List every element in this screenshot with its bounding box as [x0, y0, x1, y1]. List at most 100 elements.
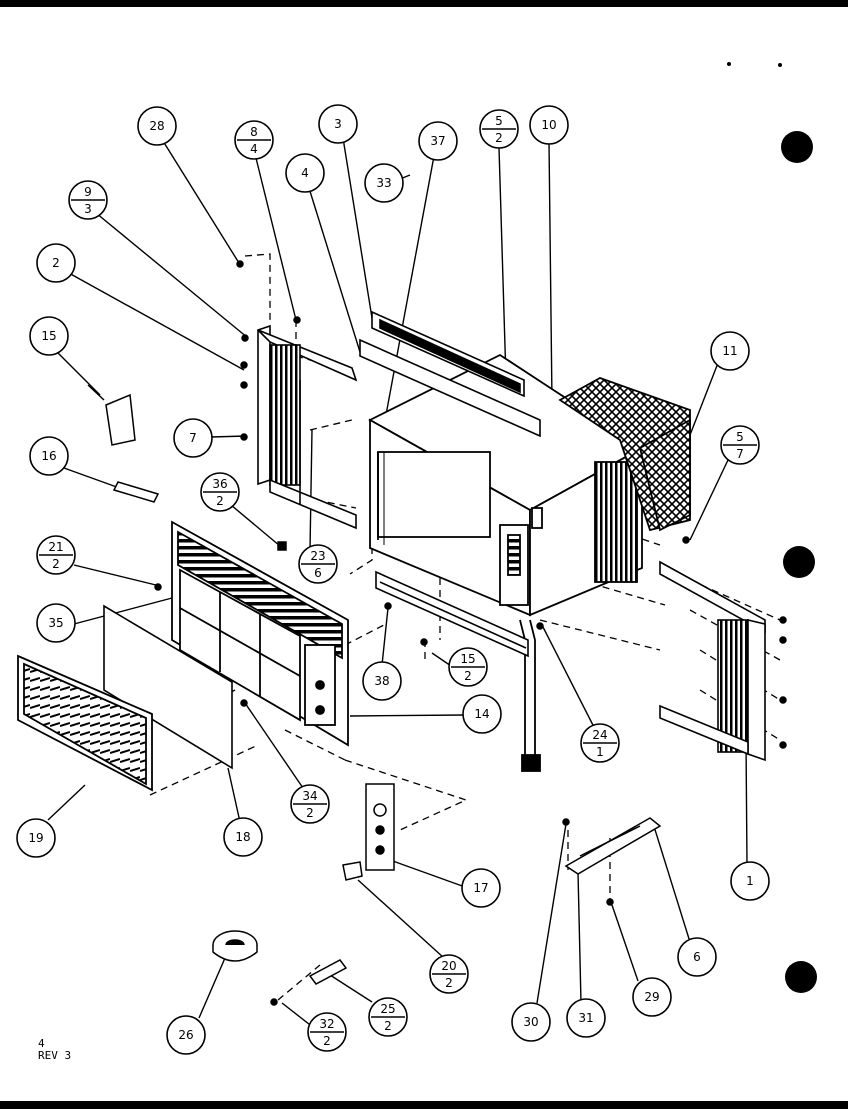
registration-dot	[785, 961, 817, 993]
callout-circle	[730, 861, 770, 901]
callout-number: 28	[149, 119, 164, 133]
callout-number: 7	[189, 431, 197, 445]
callout-10: 10	[529, 105, 569, 145]
callout-number: 30	[523, 1015, 538, 1029]
registration-dot	[783, 546, 815, 578]
front-panel	[171, 520, 349, 747]
callout-part-number: 24	[592, 728, 607, 742]
callout-part-number: 23	[310, 549, 325, 563]
callout-circle	[223, 817, 263, 857]
top-border	[0, 0, 848, 7]
callout-1: 1	[730, 861, 770, 901]
callout-38: 38	[362, 661, 402, 701]
callout-26: 26	[166, 1015, 206, 1055]
callout-circle	[462, 694, 502, 734]
sheet-number: 4	[38, 1037, 45, 1050]
callout-quantity: 2	[445, 976, 453, 990]
callout-quantity: 2	[495, 131, 503, 145]
callout-circle	[418, 121, 458, 161]
callout-21-2: 212	[36, 535, 76, 575]
callout-circle	[362, 661, 402, 701]
callout-part-number: 9	[84, 185, 92, 199]
callout-32-2: 322	[307, 1012, 347, 1052]
callout-quantity: 1	[596, 745, 604, 759]
callout-quantity: 2	[306, 806, 314, 820]
callout-15-2: 152	[448, 647, 488, 687]
callout-circle	[285, 153, 325, 193]
callout-11: 11	[710, 331, 750, 371]
callout-number: 17	[473, 881, 488, 895]
callout-31: 31	[566, 998, 606, 1038]
callout-part-number: 34	[302, 789, 317, 803]
small-parts	[87, 260, 787, 1006]
callout-quantity: 2	[323, 1034, 331, 1048]
callout-15: 15	[29, 316, 69, 356]
leader-lines	[47, 137, 748, 1029]
callout-quantity: 2	[464, 669, 472, 683]
callout-circle	[318, 104, 358, 144]
callout-18: 18	[223, 817, 263, 857]
callout-circle	[677, 937, 717, 977]
callout-number: 19	[28, 831, 43, 845]
callout-number: 4	[301, 166, 309, 180]
callout-number: 16	[41, 449, 56, 463]
callout-number: 38	[374, 674, 389, 688]
callout-number: 37	[430, 134, 445, 148]
stray-dot	[778, 63, 782, 67]
callout-part-number: 32	[319, 1017, 334, 1031]
callout-quantity: 2	[216, 494, 224, 508]
callout-3: 3	[318, 104, 358, 144]
callout-34-2: 342	[290, 784, 330, 824]
registration-dot	[781, 131, 813, 163]
callout-number: 14	[474, 707, 489, 721]
callout-part-number: 25	[380, 1002, 395, 1016]
callout-29: 29	[632, 977, 672, 1017]
callout-7: 7	[173, 418, 213, 458]
callout-5-2a: 52	[479, 109, 519, 149]
callout-number: 26	[178, 1028, 193, 1042]
callout-16: 16	[29, 436, 69, 476]
callout-quantity: 3	[84, 202, 92, 216]
left-curtain-frame	[257, 324, 358, 530]
callout-circle	[36, 243, 76, 283]
callout-23-6: 236	[298, 544, 338, 584]
callout-33: 33	[364, 163, 404, 203]
callout-circle	[632, 977, 672, 1017]
callout-5-7: 57	[720, 425, 760, 465]
callout-quantity: 4	[250, 142, 258, 156]
callout-24-1: 241	[580, 723, 620, 763]
callout-part-number: 15	[460, 652, 475, 666]
callout-circle	[529, 105, 569, 145]
callout-9-3: 93	[68, 180, 108, 220]
cabinet-assembly	[368, 353, 691, 772]
callout-14: 14	[462, 694, 502, 734]
callout-circle	[16, 818, 56, 858]
callout-35: 35	[36, 603, 76, 643]
air-filter	[103, 604, 233, 770]
callout-circle	[566, 998, 606, 1038]
callout-part-number: 5	[736, 430, 744, 444]
callout-part-number: 36	[212, 477, 227, 491]
top-rails	[359, 310, 541, 438]
callout-quantity: 2	[52, 557, 60, 571]
callout-circle	[29, 316, 69, 356]
callout-number: 1	[746, 874, 754, 888]
callout-quantity: 2	[384, 1019, 392, 1033]
revision-label: REV 3	[38, 1049, 72, 1062]
callout-number: 3	[334, 117, 342, 131]
callout-19: 19	[16, 818, 56, 858]
callout-circle	[173, 418, 213, 458]
callout-number: 15	[41, 329, 56, 343]
callout-part-number: 20	[441, 959, 456, 973]
right-curtain-frame	[659, 560, 766, 762]
callout-2: 2	[36, 243, 76, 283]
callout-circle	[511, 1002, 551, 1042]
callout-quantity: 7	[736, 447, 744, 461]
callout-circle	[364, 163, 404, 203]
callout-17: 17	[461, 868, 501, 908]
callout-part-number: 21	[48, 540, 63, 554]
callout-circle	[710, 331, 750, 371]
